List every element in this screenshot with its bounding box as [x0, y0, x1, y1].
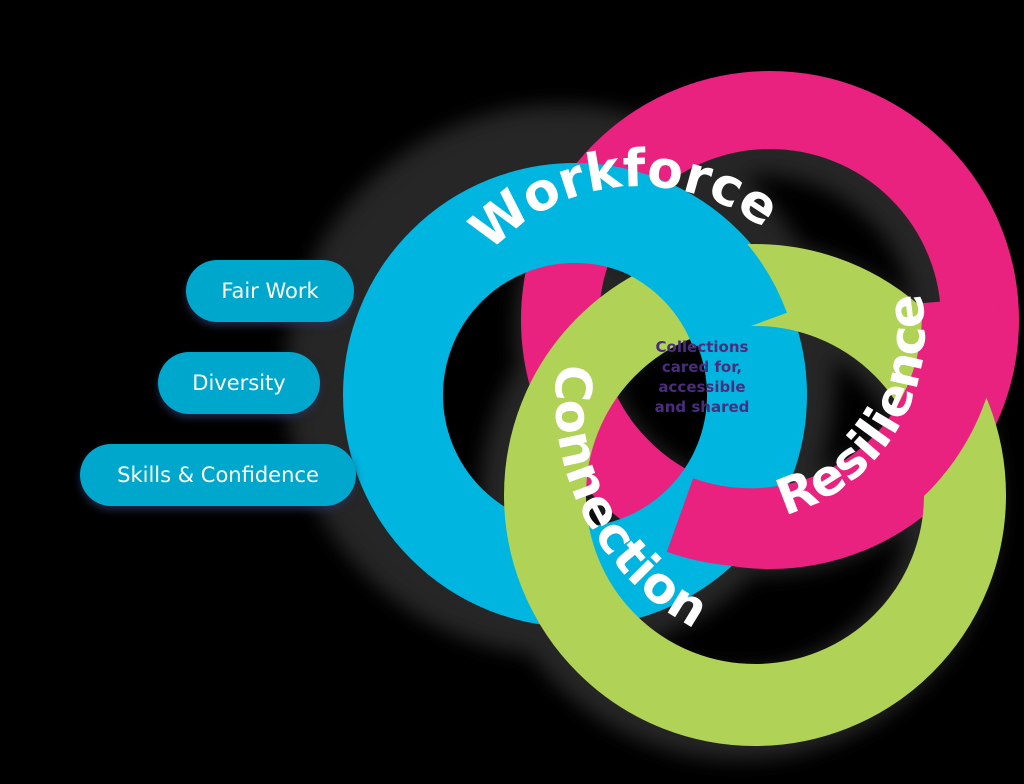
center-text: Collections cared for, accessible and sh…	[655, 338, 750, 416]
diversity-pill: Diversity	[158, 352, 320, 414]
svg-text:cared for,: cared for,	[662, 358, 742, 376]
fair-work-label: Fair Work	[221, 279, 319, 303]
svg-text:accessible: accessible	[658, 378, 745, 396]
svg-text:and shared: and shared	[655, 398, 750, 416]
svg-text:Collections: Collections	[656, 338, 749, 356]
skills-confidence-pill: Skills & Confidence	[80, 444, 356, 506]
workforce-ring-overlap	[619, 178, 787, 349]
resilience-ring-overlap	[666, 296, 1000, 567]
diversity-label: Diversity	[192, 371, 286, 395]
skills-confidence-label: Skills & Confidence	[117, 463, 319, 487]
fair-work-pill: Fair Work	[186, 260, 354, 322]
